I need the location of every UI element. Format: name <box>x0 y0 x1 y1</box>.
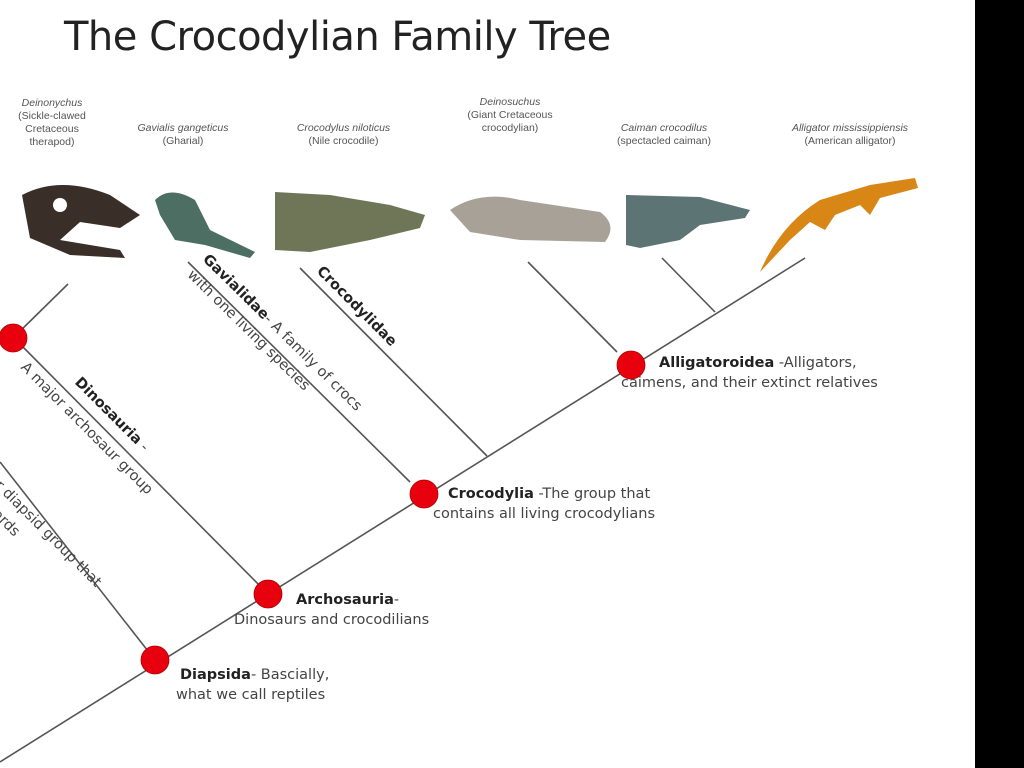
species-sci: Gavialis gangeticus <box>137 122 229 134</box>
deinonychus-skull-image <box>22 185 140 258</box>
species-sci: Alligator mississippiensis <box>791 122 909 134</box>
species-sci: Deinosuchus <box>479 96 541 108</box>
alligator-image <box>760 178 918 272</box>
clade-diapsida: Diapsida- Bascially, what we call reptile… <box>176 665 330 706</box>
species-common: (Giant Cretaceous crocodylian) <box>467 109 553 135</box>
species-label-nile-crocodile: Crocodylus niloticus(Nile crocodile) <box>276 122 411 148</box>
clade-alligatoroidea: Alligatoroidea -Alligators, caimens, and … <box>621 353 878 394</box>
clade-name: Crocodylia <box>448 486 534 502</box>
node-alligatoroidea <box>616 350 646 380</box>
clade-desc: -Alligators, <box>774 355 857 371</box>
clade-archosauria: Archosauria- Dinosaurs and crocodilians <box>234 590 429 631</box>
clade-desc: contains all living crocodylians <box>433 506 656 523</box>
species-label-deinonychus: Deinonychus(Sickle-clawed Cretaceous the… <box>6 97 98 150</box>
node-dinosauria <box>0 323 28 353</box>
clade-desc: - <box>393 592 400 608</box>
species-common: (Gharial) <box>162 135 204 148</box>
species-label-caiman: Caiman crocodilus(spectacled caiman) <box>600 122 728 148</box>
species-sci: Caiman crocodilus <box>620 122 708 134</box>
species-label-alligator: Alligator mississippiensis(American alli… <box>760 122 940 148</box>
species-common: (spectacled caiman) <box>617 135 711 148</box>
clade-desc: Dinosaurs and crocodilians <box>234 612 430 629</box>
species-sci: Deinonychus <box>21 97 83 109</box>
clade-desc: - Bascially, <box>250 667 330 683</box>
clade-name: Diapsida <box>180 667 251 683</box>
node-diapsida <box>140 645 170 675</box>
page-title: The Crocodylian Family Tree <box>64 14 611 60</box>
species-sci: Crocodylus niloticus <box>296 122 391 134</box>
species-label-deinosuchus: Deinosuchus(Giant Cretaceous crocodylian… <box>440 96 580 135</box>
clade-name: Alligatoroidea <box>659 355 775 371</box>
node-crocodylia <box>409 479 439 509</box>
nile-crocodile-image <box>275 192 425 252</box>
deinosuchus-skull-image <box>450 196 611 242</box>
node-archosauria <box>253 579 283 609</box>
species-common: (Sickle-clawed Cretaceous therapod) <box>18 110 86 149</box>
caiman-image <box>626 195 750 248</box>
clade-desc: -The group that <box>533 486 651 502</box>
clade-desc: what we call reptiles <box>176 687 326 704</box>
family-tree-diagram: The Crocodylian Family Tree Deinonychus(… <box>0 0 975 768</box>
species-common: (American alligator) <box>804 135 896 148</box>
clade-desc: caimens, and their extinct relatives <box>621 375 878 392</box>
species-common: (Nile crocodile) <box>308 135 379 148</box>
clade-crocodylia: Crocodylia -The group that contains all l… <box>433 484 655 525</box>
species-label-gharial: Gavialis gangeticus(Gharial) <box>128 122 238 148</box>
tree-lines <box>0 178 918 763</box>
clade-name: Archosauria <box>296 592 394 608</box>
gharial-image <box>155 192 255 258</box>
